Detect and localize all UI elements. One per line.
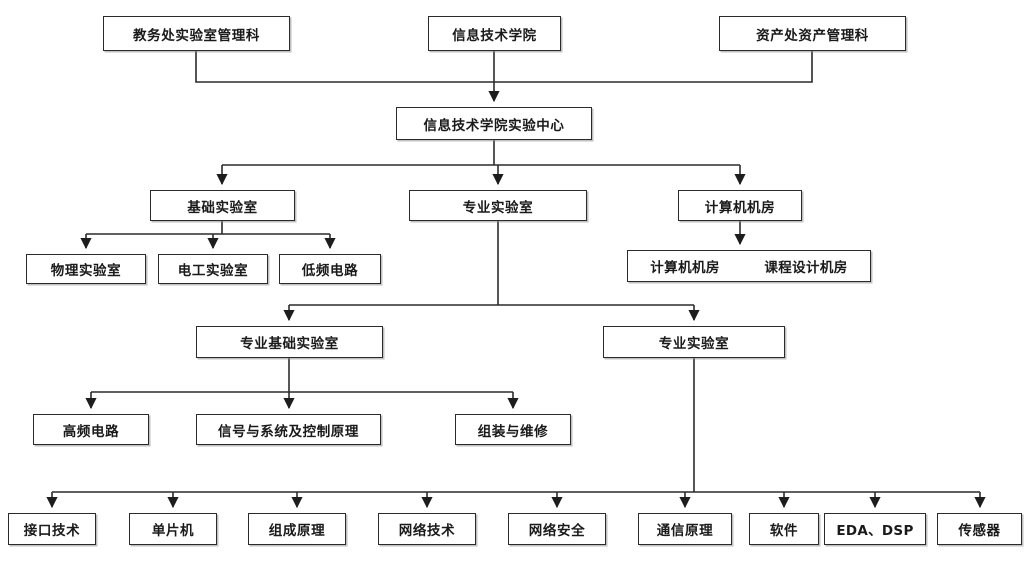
node-specialized-lab-2[interactable]: 专业实验室 <box>603 326 785 358</box>
node-low-freq-circuit[interactable]: 低频电路 <box>279 254 381 284</box>
node-eda-dsp[interactable]: EDA、DSP <box>824 513 926 545</box>
label-course-design-room: 课程设计机房 <box>764 260 848 276</box>
node-microcontroller[interactable]: 单片机 <box>129 513 217 545</box>
node-experiment-center[interactable]: 信息技术学院实验中心 <box>396 107 592 140</box>
node-specialized-lab[interactable]: 专业实验室 <box>409 190 587 221</box>
node-computer-room[interactable]: 计算机机房 <box>678 190 802 221</box>
node-electrical-lab[interactable]: 电工实验室 <box>158 254 268 284</box>
node-basic-lab[interactable]: 基础实验室 <box>150 190 295 221</box>
node-network-tech[interactable]: 网络技术 <box>378 513 476 545</box>
node-high-freq-circuit[interactable]: 高频电路 <box>33 414 149 445</box>
node-asset-office[interactable]: 资产处资产管理科 <box>719 16 906 51</box>
node-composition-principle[interactable]: 组成原理 <box>248 513 346 545</box>
node-communication-principle[interactable]: 通信原理 <box>638 513 732 545</box>
wire-academic-to-bus <box>195 51 494 83</box>
wire-asset-to-bus <box>494 51 813 83</box>
node-assembly-repair[interactable]: 组装与维修 <box>455 414 571 445</box>
node-sensor[interactable]: 传感器 <box>937 513 1022 545</box>
node-academic-affairs[interactable]: 教务处实验室管理科 <box>103 16 290 51</box>
node-software[interactable]: 软件 <box>749 513 819 545</box>
node-network-security[interactable]: 网络安全 <box>508 513 606 545</box>
node-info-tech-college[interactable]: 信息技术学院 <box>428 16 561 51</box>
node-physics-lab[interactable]: 物理实验室 <box>26 254 146 284</box>
node-interface-tech[interactable]: 接口技术 <box>8 513 96 545</box>
node-specialized-basic-lab[interactable]: 专业基础实验室 <box>196 326 383 358</box>
node-signal-system-control[interactable]: 信号与系统及控制原理 <box>196 414 381 445</box>
node-computer-rooms-dual[interactable]: 计算机机房 课程设计机房 <box>627 250 871 282</box>
label-computer-room: 计算机机房 <box>650 260 720 276</box>
